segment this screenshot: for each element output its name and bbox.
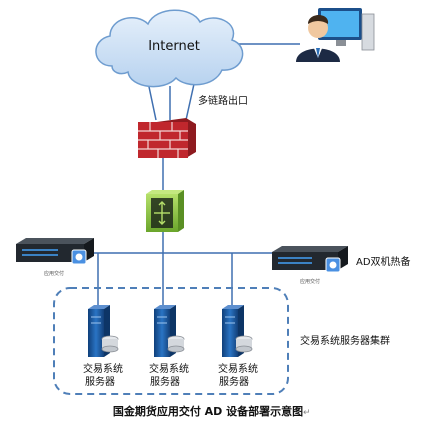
server-3 xyxy=(222,305,253,357)
cloud-icon xyxy=(95,9,244,88)
ad-appliance-icon xyxy=(272,246,348,273)
internet-cloud: Internet xyxy=(95,9,244,88)
server-3-label-line1: 交易系统 xyxy=(218,362,258,375)
ad-pair-label: AD双机热备 xyxy=(356,255,411,268)
internet-link-1 xyxy=(147,81,157,121)
server-cluster-box xyxy=(53,287,289,395)
server-2 xyxy=(154,305,185,357)
server-1 xyxy=(88,305,119,357)
ad-left-tag: 应用交付 xyxy=(44,270,64,277)
firewall-icon xyxy=(138,118,196,158)
server-cluster-label: 交易系统服务器集群 xyxy=(300,334,390,347)
switch-icon xyxy=(146,190,184,232)
server-icon xyxy=(222,305,253,357)
ad-appliance-right: 应用交付 xyxy=(272,246,348,285)
ad-right-tag: 应用交付 xyxy=(300,278,320,285)
multi-link-label: 多链路出口 xyxy=(198,94,248,107)
server-1-label-line2: 服务器 xyxy=(85,375,115,388)
connection-lines xyxy=(80,43,300,305)
server-1-label-line1: 交易系统 xyxy=(83,362,123,375)
server-icon xyxy=(88,305,119,357)
server-2-label-line1: 交易系统 xyxy=(149,362,189,375)
internet-link-3 xyxy=(185,83,195,121)
cloud-label: Internet xyxy=(148,39,200,54)
ad-appliance-left: 应用交付 xyxy=(16,238,94,277)
server-3-label-line2: 服务器 xyxy=(219,375,249,388)
user-at-computer-icon xyxy=(296,8,375,62)
server-2-label-line2: 服务器 xyxy=(150,375,180,388)
diagram-caption: 国金期货应用交付 AD 设备部署示意图 xyxy=(113,404,303,418)
paragraph-mark-icon: ↵ xyxy=(303,408,311,418)
ad-appliance-icon xyxy=(16,238,94,265)
server-icon xyxy=(154,305,185,357)
